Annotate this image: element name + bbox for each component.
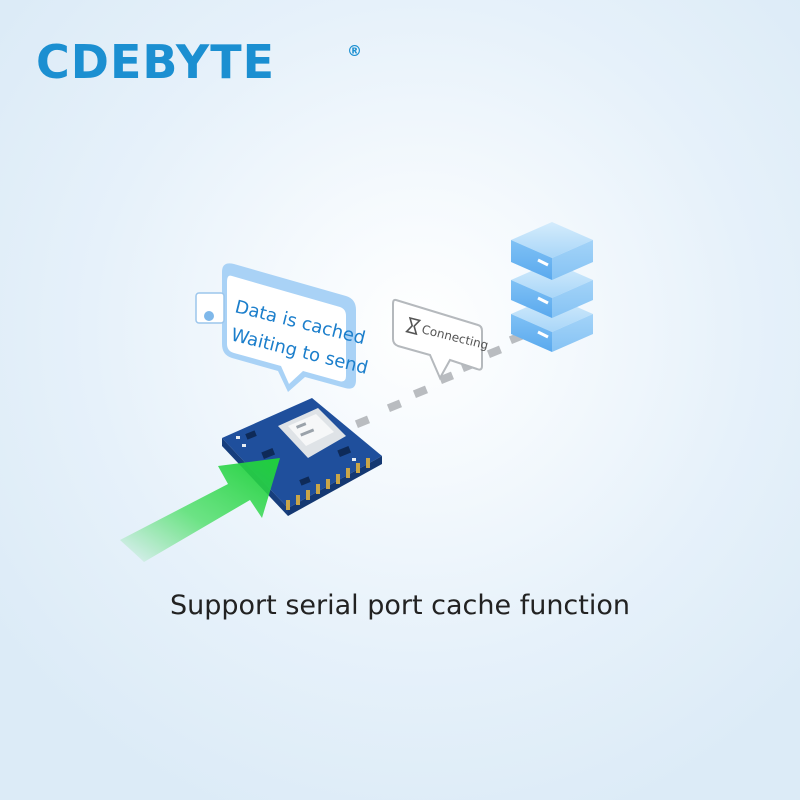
green-arrow-icon: [120, 458, 280, 562]
brand-logo: CDEBYTE: [36, 35, 276, 89]
server-stack-icon: [511, 222, 593, 352]
status-bubble: Connecting: [392, 298, 490, 381]
cache-bubble: Data is cached Waiting to send: [195, 263, 370, 392]
registered-mark: ®: [347, 42, 362, 60]
feature-caption: Support serial port cache function: [170, 590, 630, 621]
cache-badge-icon: [195, 292, 225, 324]
hourglass-icon: [405, 316, 422, 336]
